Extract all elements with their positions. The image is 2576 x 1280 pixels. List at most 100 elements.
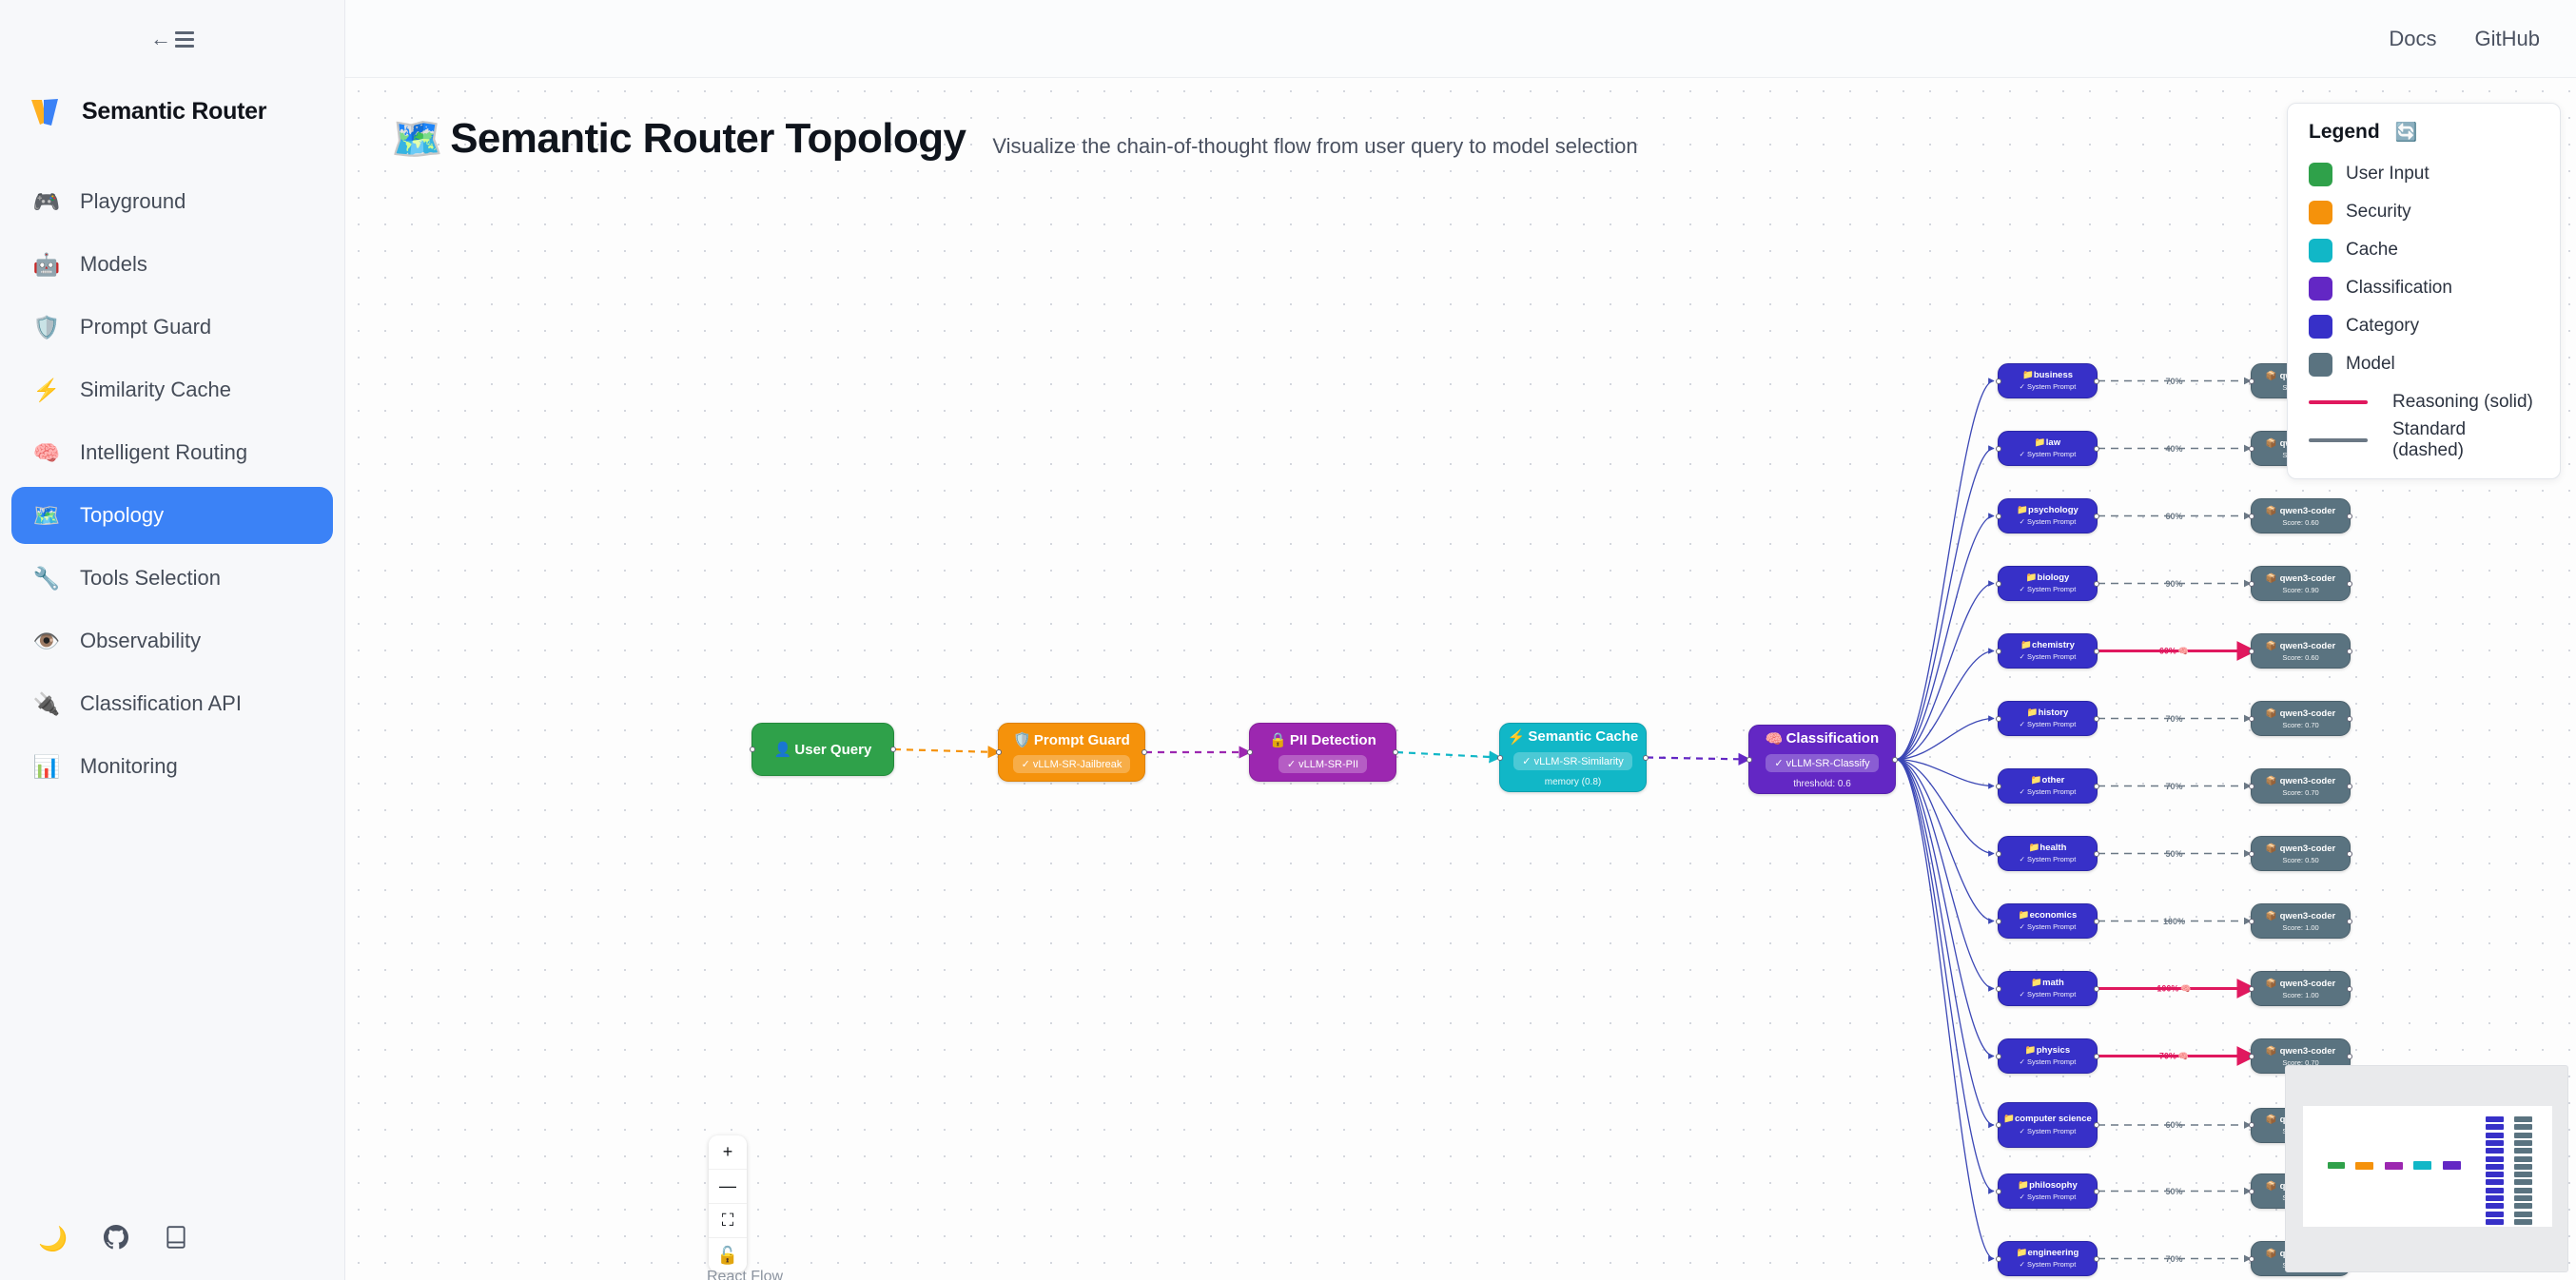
node-handle[interactable] — [1996, 445, 2001, 452]
node-handle[interactable] — [1996, 1053, 2001, 1059]
node-handle[interactable] — [2249, 513, 2254, 519]
node-handle[interactable] — [2249, 1188, 2254, 1194]
category-node-math[interactable]: 📁math✓ System Prompt — [1996, 971, 2099, 1006]
node-handle[interactable] — [1996, 850, 2001, 857]
node-handle[interactable] — [1643, 754, 1649, 761]
node-handle[interactable] — [1996, 378, 2001, 384]
node-handle[interactable] — [2347, 1053, 2352, 1059]
node-handle[interactable] — [1996, 1255, 2001, 1262]
node-handle[interactable] — [2347, 918, 2352, 924]
category-node-biology[interactable]: 📁biology✓ System Prompt — [1996, 566, 2099, 601]
category-node-business[interactable]: 📁business✓ System Prompt — [1996, 363, 2099, 398]
sidebar-item-classification-api[interactable]: 🔌Classification API — [11, 675, 333, 732]
category-node-health[interactable]: 📁health✓ System Prompt — [1996, 836, 2099, 871]
react-flow-viewport[interactable]: 👤User Query 🛡️Prompt Guard✓ vLLM-SR-Jailb… — [345, 78, 2576, 1280]
zoom-in-button[interactable]: + — [709, 1135, 747, 1170]
node-handle[interactable] — [2249, 1255, 2254, 1262]
node-handle[interactable] — [1996, 985, 2001, 992]
category-node-economics[interactable]: 📁economics✓ System Prompt — [1996, 903, 2099, 939]
node-handle[interactable] — [890, 747, 896, 752]
node-handle[interactable] — [2347, 580, 2352, 587]
node-handle[interactable] — [2249, 783, 2254, 789]
node-handle[interactable] — [1996, 648, 2001, 654]
node-handle[interactable] — [1996, 1122, 2001, 1128]
sidebar-item-tools-selection[interactable]: 🔧Tools Selection — [11, 550, 333, 607]
node-handle[interactable] — [2249, 985, 2254, 992]
sidebar-item-intelligent-routing[interactable]: 🧠Intelligent Routing — [11, 424, 333, 481]
node-handle[interactable] — [2249, 580, 2254, 587]
category-node-physics[interactable]: 📁physics✓ System Prompt — [1996, 1038, 2099, 1074]
category-node-engineering[interactable]: 📁engineering✓ System Prompt — [1996, 1241, 2099, 1276]
sidebar-item-playground[interactable]: 🎮Playground — [11, 173, 333, 230]
node-handle[interactable] — [1247, 749, 1253, 755]
node-handle[interactable] — [1996, 1188, 2001, 1194]
node-handle[interactable] — [2094, 445, 2099, 452]
node-handle[interactable] — [2094, 783, 2099, 789]
node-handle[interactable] — [2094, 985, 2099, 992]
sidebar-item-observability[interactable]: 👁️Observability — [11, 612, 333, 669]
node-handle[interactable] — [750, 747, 755, 752]
category-node-history[interactable]: 📁history✓ System Prompt — [1996, 701, 2099, 736]
minimap[interactable] — [2285, 1065, 2568, 1272]
docs-book-icon[interactable] — [165, 1225, 187, 1254]
node-handle[interactable] — [1996, 580, 2001, 587]
topbar-github-link[interactable]: GitHub — [2474, 26, 2540, 50]
node-handle[interactable] — [1142, 749, 1147, 755]
category-node-philosophy[interactable]: 📁philosophy✓ System Prompt — [1996, 1173, 2099, 1209]
node-handle[interactable] — [2094, 850, 2099, 857]
node-handle[interactable] — [2094, 580, 2099, 587]
sidebar-item-prompt-guard[interactable]: 🛡️Prompt Guard — [11, 299, 333, 356]
node-handle[interactable] — [1497, 754, 1503, 761]
category-node-law[interactable]: 📁law✓ System Prompt — [1996, 431, 2099, 466]
category-node-chemistry[interactable]: 📁chemistry✓ System Prompt — [1996, 633, 2099, 669]
node-handle[interactable] — [1996, 783, 2001, 789]
node-handle[interactable] — [1892, 756, 1898, 763]
node-handle[interactable] — [2249, 715, 2254, 722]
node-handle[interactable] — [2249, 918, 2254, 924]
flow-node-prompt-guard[interactable]: 🛡️Prompt Guard✓ vLLM-SR-Jailbreak — [996, 723, 1147, 782]
sidebar-collapse-button[interactable]: ← — [0, 0, 344, 78]
flow-canvas[interactable]: 🗺️Semantic Router Topology Visualize the… — [345, 78, 2576, 1280]
node-handle[interactable] — [2249, 378, 2254, 384]
node-handle[interactable] — [996, 749, 1002, 755]
node-handle[interactable] — [2094, 1188, 2099, 1194]
node-handle[interactable] — [2094, 1255, 2099, 1262]
node-handle[interactable] — [2249, 1053, 2254, 1059]
node-handle[interactable] — [2347, 985, 2352, 992]
sidebar-item-topology[interactable]: 🗺️Topology — [11, 487, 333, 544]
node-handle[interactable] — [2347, 783, 2352, 789]
node-handle[interactable] — [1393, 749, 1398, 755]
flow-node-user-query[interactable]: 👤User Query — [750, 723, 896, 776]
fit-view-button[interactable]: ⛶ — [709, 1204, 747, 1238]
node-handle[interactable] — [2094, 715, 2099, 722]
node-handle[interactable] — [2094, 513, 2099, 519]
node-handle[interactable] — [1996, 918, 2001, 924]
node-handle[interactable] — [2094, 648, 2099, 654]
node-handle[interactable] — [2094, 918, 2099, 924]
node-handle[interactable] — [1996, 513, 2001, 519]
node-handle[interactable] — [2347, 715, 2352, 722]
category-node-computer-science[interactable]: 📁computer science✓ System Prompt — [1996, 1102, 2099, 1148]
node-handle[interactable] — [2249, 1122, 2254, 1128]
flow-node-pii-detection[interactable]: 🔒PII Detection✓ vLLM-SR-PII — [1247, 723, 1398, 782]
topbar-docs-link[interactable]: Docs — [2389, 26, 2437, 50]
dark-mode-toggle[interactable]: 🌙 — [38, 1225, 68, 1252]
lock-toggle-button[interactable]: 🔓 — [709, 1238, 747, 1272]
node-handle[interactable] — [2094, 378, 2099, 384]
node-handle[interactable] — [2347, 513, 2352, 519]
node-handle[interactable] — [1996, 715, 2001, 722]
node-handle[interactable] — [2249, 648, 2254, 654]
github-icon[interactable] — [104, 1224, 129, 1254]
sidebar-item-models[interactable]: 🤖Models — [11, 236, 333, 293]
sidebar-item-similarity-cache[interactable]: ⚡Similarity Cache — [11, 361, 333, 418]
node-handle[interactable] — [2249, 445, 2254, 452]
sidebar-item-monitoring[interactable]: 📊Monitoring — [11, 738, 333, 795]
